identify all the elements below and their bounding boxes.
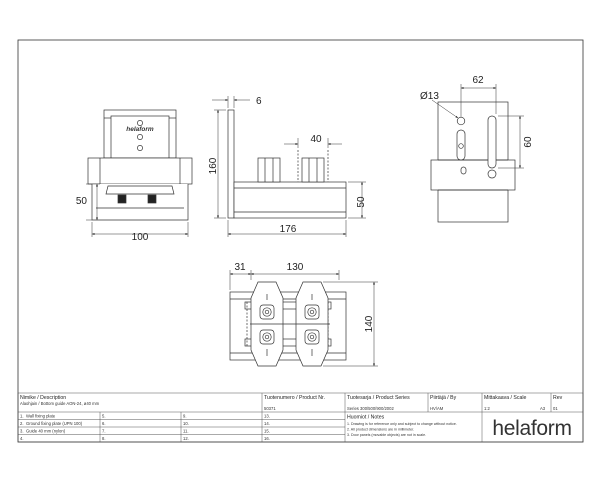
rev-value: 01 [553, 406, 558, 411]
part-number: 5. [102, 414, 106, 419]
dim-height-160: 160 [208, 157, 219, 174]
plate-brand-text: helaform [126, 126, 154, 133]
dim-width-140: 140 [364, 315, 375, 332]
part-number: 10. [183, 421, 189, 426]
dim-width-100: 100 [132, 232, 149, 243]
dim-offset-31: 31 [234, 262, 246, 273]
part-number: 9. [183, 414, 187, 419]
part-number: 11. [183, 429, 189, 434]
part-number: 3. [20, 429, 24, 434]
part-number: 4. [20, 436, 24, 441]
part-number: 13. [264, 414, 270, 419]
part-number: 2. [20, 421, 24, 426]
rear-view [430, 101, 516, 223]
dim-guide-40: 40 [310, 134, 322, 145]
series-label: Tuotesarja / Product Series [347, 395, 410, 401]
part-number: 15. [264, 429, 270, 434]
rev-label: Rev [553, 395, 563, 401]
drawn-by-value: HV/AM [430, 406, 444, 411]
part-number: 6. [102, 421, 106, 426]
notes-section: Huomiot / Notes 1. Drawing is for refere… [347, 415, 457, 438]
sheet-size: A3 [540, 406, 546, 411]
top-dimensions [229, 270, 378, 367]
dim-length-130: 130 [287, 262, 304, 273]
series-value: Series 300/500/900/2002 [347, 406, 394, 411]
dim-length-176: 176 [280, 224, 297, 235]
part-description: Guide 40 mm (nylon) [26, 429, 66, 434]
parts-list: 1. Wall fixing plate 2. Ground fixing pl… [20, 414, 270, 442]
product-no-value: 50371 [264, 406, 276, 411]
drawing-frame [17, 39, 584, 443]
part-description: Wall fixing plate [26, 414, 56, 419]
part-description: Ground fixing plate (UPN 100) [26, 421, 83, 426]
top-view [229, 281, 347, 367]
part-number: 1. [20, 414, 24, 419]
part-number: 16. [264, 436, 270, 441]
note-line: 3. Door panels (movable objects) are not… [347, 433, 426, 437]
dim-hole-diameter-13: Ø13 [420, 91, 439, 102]
front-view [87, 109, 193, 221]
dim-height-50-side: 50 [356, 196, 367, 208]
dim-height-50-front: 50 [76, 196, 88, 207]
drawn-by-label: Piirtäjä / By [430, 395, 457, 401]
helaform-logo: helaform [492, 417, 571, 440]
part-number: 8. [102, 436, 106, 441]
side-dimensions [212, 96, 366, 237]
front-dimensions [86, 183, 189, 237]
dim-slot-60: 60 [523, 136, 534, 148]
side-view [227, 109, 347, 219]
part-number: 12. [183, 436, 189, 441]
dim-hole-spacing-62: 62 [472, 75, 484, 86]
title-block-grid [17, 392, 584, 443]
note-line: 1. Drawing is for reference only and sub… [347, 422, 457, 426]
dim-thickness-6: 6 [256, 96, 262, 107]
name-value: Alaohjain / Bottom guide AON-24, ø40 mm [20, 401, 100, 406]
notes-label: Huomiot / Notes [347, 415, 385, 421]
product-no-label: Tuotenumero / Product Nr. [264, 395, 325, 401]
part-number: 7. [102, 429, 106, 434]
note-line: 2. All product dimensions are in millime… [347, 428, 414, 432]
rear-dimensions [431, 84, 524, 169]
scale-label: Mittakaava / Scale [484, 395, 526, 401]
name-label: Nimike / Description [20, 395, 66, 401]
part-number: 14. [264, 421, 270, 426]
scale-value: 1:2 [484, 406, 490, 411]
